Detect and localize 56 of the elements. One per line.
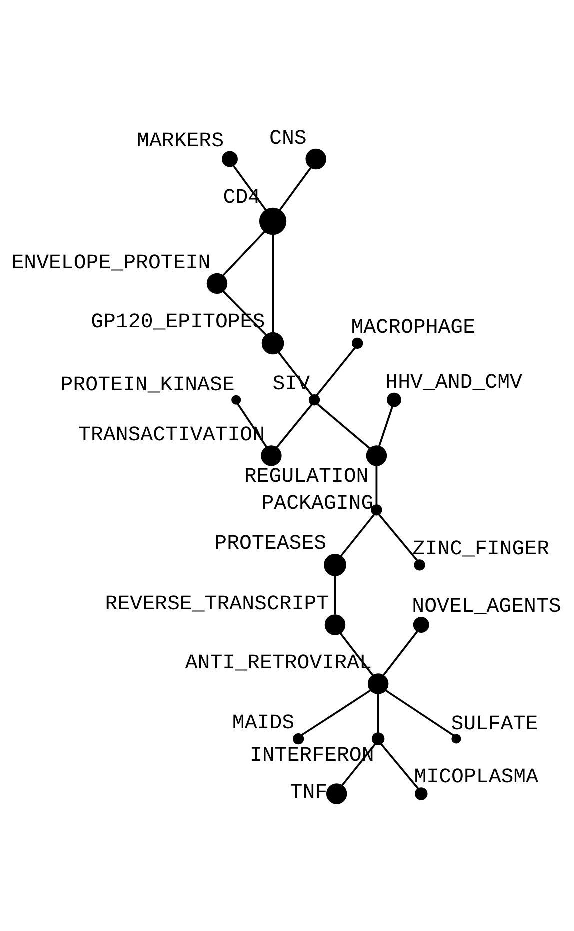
node-label: MARKERS (137, 130, 224, 154)
node-circle (452, 734, 462, 744)
connector (233, 166, 267, 211)
node-circle (326, 784, 348, 804)
node-circle (414, 560, 426, 571)
node-label: CNS (270, 128, 307, 151)
node-circle (261, 446, 282, 466)
connector (340, 514, 376, 557)
node-circle (415, 788, 428, 800)
node-label: ZINC_FINGER (412, 538, 550, 562)
node-label: MACROPHAGE (351, 316, 476, 340)
connector (382, 631, 418, 676)
node-label: MAIDS (232, 712, 295, 736)
node-circle (324, 554, 346, 576)
node-circle (259, 208, 287, 236)
connector (316, 347, 356, 396)
node-circle (372, 732, 385, 746)
node-circle (308, 394, 320, 406)
node-circle (387, 392, 402, 408)
node-label: HHV_AND_CMV (386, 372, 522, 395)
connector (380, 743, 420, 790)
node-label: PROTEIN_KINASE (60, 374, 235, 398)
connector (334, 576, 336, 615)
node-circle (206, 273, 228, 294)
node-circle (352, 338, 364, 350)
connector (384, 690, 454, 736)
node-circle (324, 614, 346, 636)
connector (276, 404, 313, 448)
node-label: PACKAGING (262, 493, 374, 516)
node-circle (413, 617, 430, 633)
connector (317, 404, 371, 450)
node-circle (292, 733, 304, 745)
connector (376, 466, 378, 506)
node-circle (222, 151, 238, 168)
node-circle (371, 504, 382, 516)
node-circle (368, 674, 389, 694)
connector (377, 694, 380, 734)
node-label: REGULATION (244, 466, 369, 490)
node-label: NOVEL_AGENTS (412, 596, 562, 620)
node-circle (232, 395, 242, 405)
node-circle (262, 332, 284, 355)
node-circle (366, 446, 388, 466)
node-label: CD4 (223, 186, 261, 210)
node-label: SULFATE (451, 713, 538, 736)
connector (302, 690, 372, 736)
connector (378, 406, 394, 447)
node-label: MICOPLASMA (414, 766, 539, 790)
connector (279, 167, 312, 212)
connector (272, 234, 274, 333)
node-label: REVERSE_TRANSCRIPT (105, 594, 330, 617)
node-circle (306, 148, 326, 170)
node-label: TNF (290, 782, 328, 805)
connector (378, 514, 418, 562)
node-label: ENVELOPE_PROTEIN (12, 252, 211, 276)
node-label: PROTEASES (214, 533, 327, 556)
connector (222, 231, 266, 277)
